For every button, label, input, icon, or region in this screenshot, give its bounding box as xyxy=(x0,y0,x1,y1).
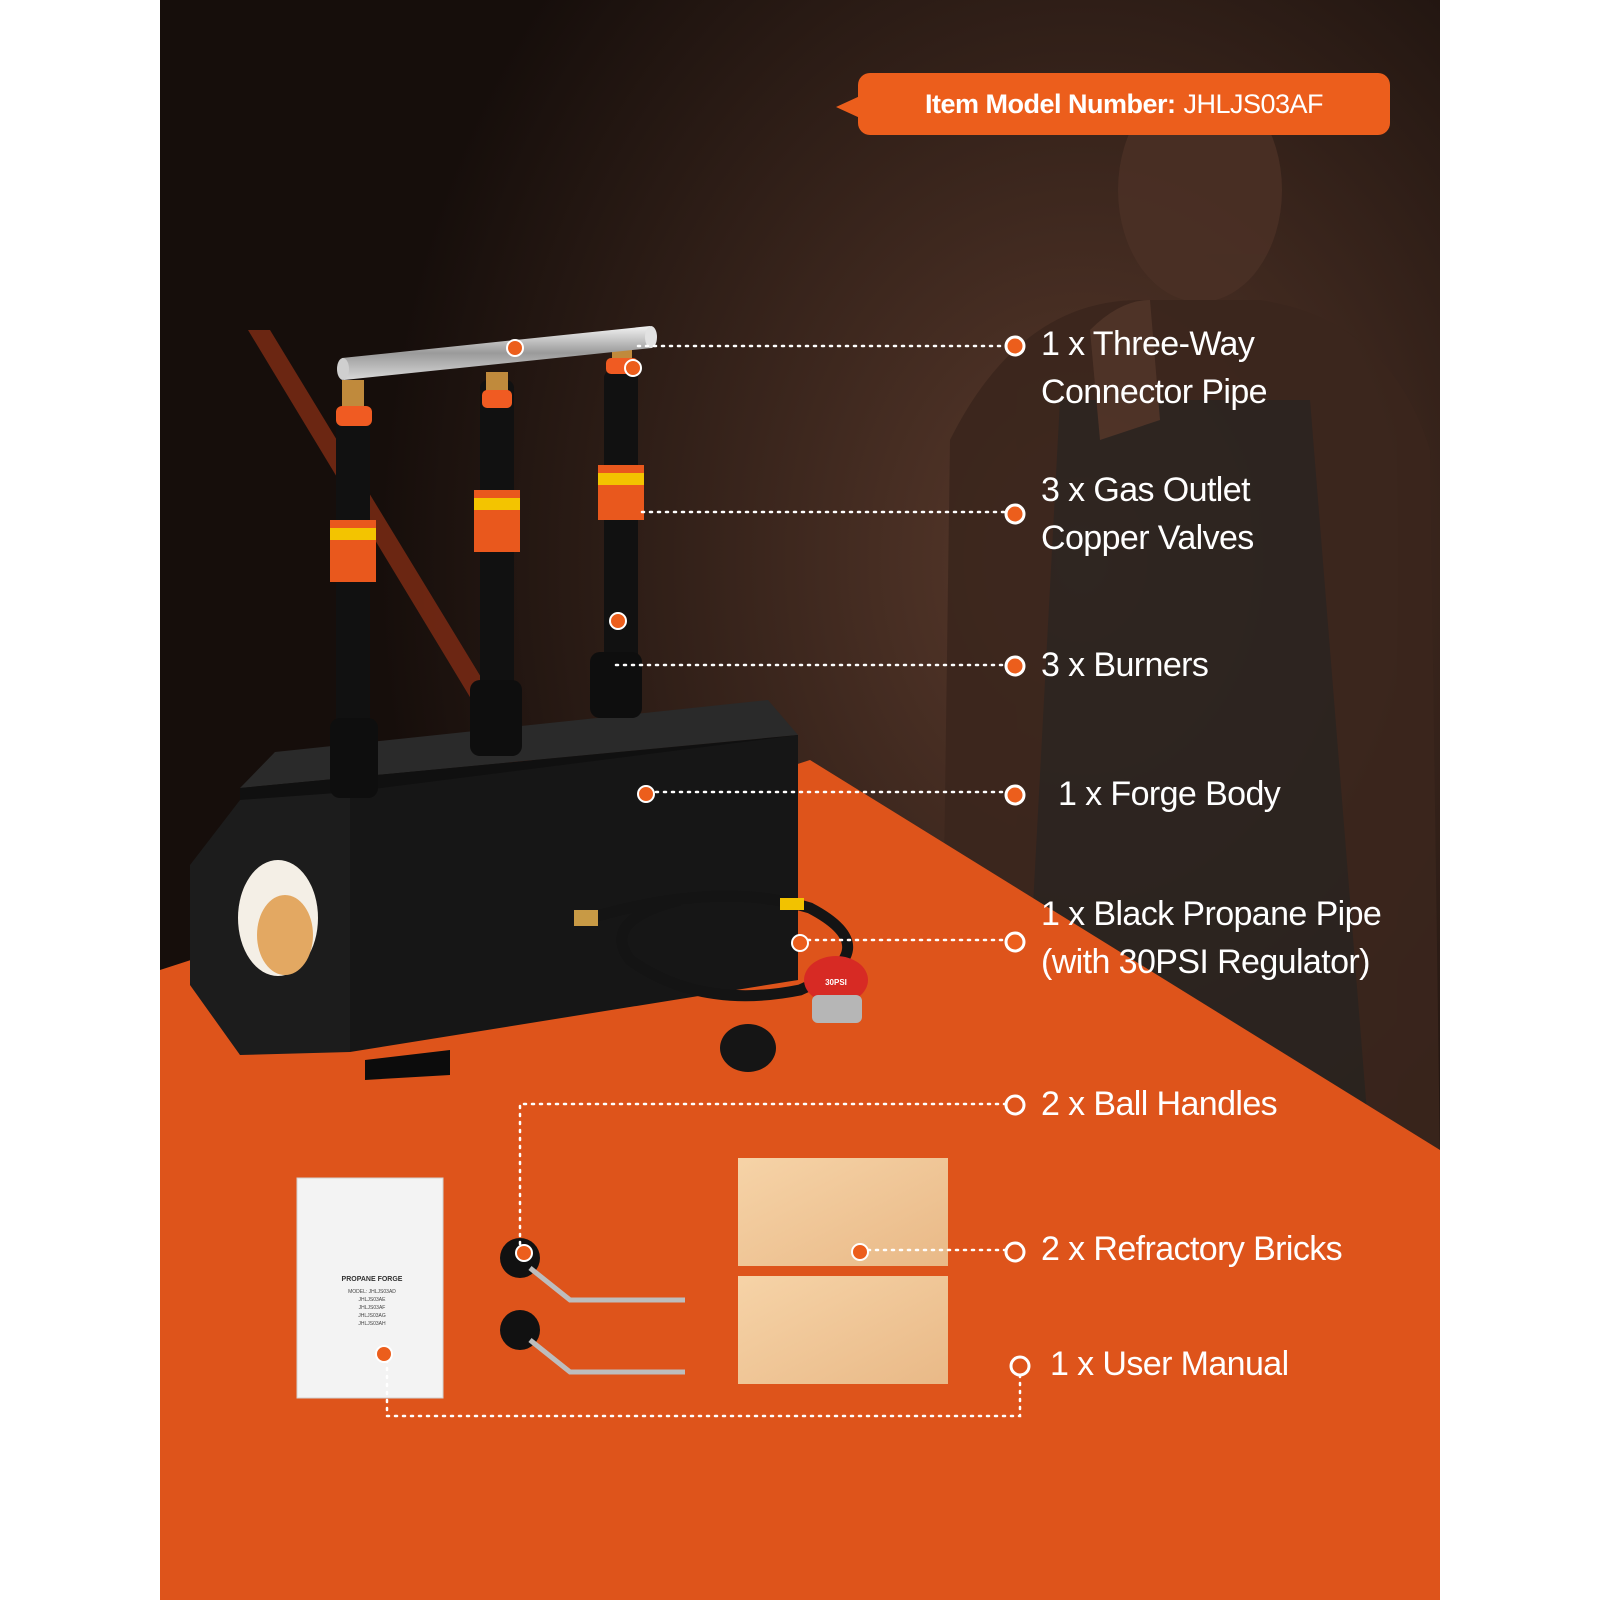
model-number-badge: Item Model Number: JHLJS03AF xyxy=(858,73,1390,135)
model-number-label: Item Model Number: xyxy=(924,88,1176,119)
scene-illustration: PROPANE FORGE MODEL: JHLJS03AD JHLJS03AE… xyxy=(160,0,1440,1600)
manual-model: JHLJS03AF xyxy=(359,1305,386,1311)
callout-copper-valves: 3 x Gas Outlet Copper Valves xyxy=(1041,466,1254,562)
callout-line: Copper Valves xyxy=(1041,519,1254,557)
user-manual xyxy=(296,1177,444,1399)
leader-lines xyxy=(385,344,1022,1418)
model-number-value: JHLJS03AF xyxy=(1183,88,1324,119)
callout-line: 1 x Black Propane Pipe xyxy=(1041,895,1382,933)
ball-handles xyxy=(500,1238,685,1375)
callout-forge-body: 1 x Forge Body xyxy=(1058,770,1281,818)
callout-line: 1 x Forge Body xyxy=(1058,775,1281,813)
callout-line: 2 x Ball Handles xyxy=(1041,1085,1278,1123)
badge-pointer xyxy=(836,96,860,118)
callout-line: 1 x User Manual xyxy=(1050,1345,1289,1383)
callout-line: Connector Pipe xyxy=(1041,373,1268,411)
connector-pipe xyxy=(337,326,657,380)
refractory-bricks xyxy=(738,1158,948,1384)
propane-hose xyxy=(574,890,868,1072)
manual-title: PROPANE FORGE xyxy=(342,1276,403,1283)
callout-refractory-bricks: 2 x Refractory Bricks xyxy=(1041,1225,1343,1273)
callout-line: 3 x Burners xyxy=(1041,646,1209,684)
manual-model: JHLJS03AH xyxy=(358,1321,386,1327)
manual-model: JHLJS03AG xyxy=(358,1313,386,1319)
callout-propane-pipe: 1 x Black Propane Pipe (with 30PSI Regul… xyxy=(1041,890,1382,986)
callout-line: 3 x Gas Outlet xyxy=(1041,471,1251,509)
callout-connector-pipe: 1 x Three-Way Connector Pipe xyxy=(1041,320,1268,416)
callout-markers xyxy=(375,335,1031,1377)
manual-model: MODEL: JHLJS03AD xyxy=(348,1289,396,1295)
callout-burners: 3 x Burners xyxy=(1041,641,1209,689)
callout-line: 2 x Refractory Bricks xyxy=(1041,1230,1343,1268)
callout-user-manual: 1 x User Manual xyxy=(1050,1340,1289,1388)
callout-line: (with 30PSI Regulator) xyxy=(1041,943,1370,981)
burners xyxy=(330,370,644,798)
regulator-mark: 30PSI xyxy=(825,978,847,987)
callout-line: 1 x Three-Way xyxy=(1041,325,1255,363)
callout-ball-handles: 2 x Ball Handles xyxy=(1041,1080,1278,1128)
copper-valves xyxy=(336,350,638,426)
product-infographic: PROPANE FORGE MODEL: JHLJS03AD JHLJS03AE… xyxy=(160,0,1440,1600)
manual-model: JHLJS03AE xyxy=(359,1297,387,1303)
